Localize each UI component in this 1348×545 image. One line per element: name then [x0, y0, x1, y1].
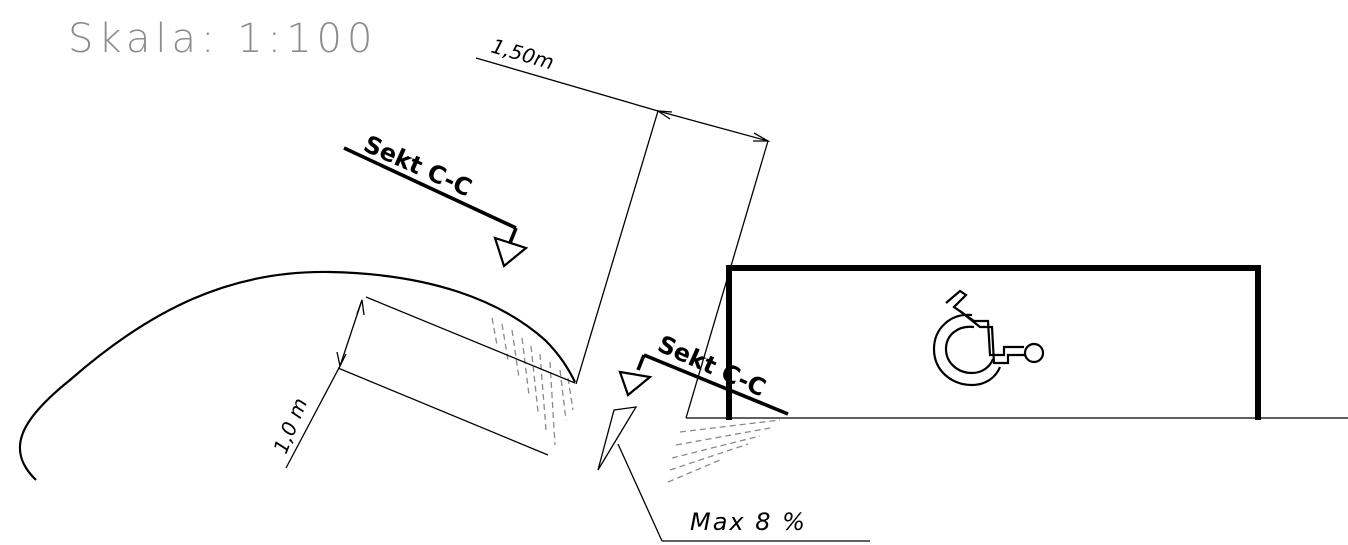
wheelchair-icon — [932, 289, 1045, 387]
terrain-curve — [18, 270, 576, 481]
scale-label: Skala: 1:100 — [68, 16, 377, 62]
height-dimension — [285, 299, 365, 469]
section-marker-upper — [343, 146, 529, 268]
ground-hatching — [667, 419, 781, 483]
ramp-edge-upper — [365, 296, 576, 384]
ramp-edge-lower — [337, 367, 549, 456]
parking-frame — [726, 265, 1261, 420]
slope-indicator — [597, 406, 870, 542]
width-dimension-label: 1,50m — [489, 34, 557, 75]
height-dimension-label: 1,0 m — [268, 394, 312, 456]
slope-note: Max 8 % — [690, 508, 807, 536]
section-label-upper: Sekt C-C — [360, 130, 477, 202]
curve-hatching — [491, 317, 574, 446]
section-marker-lower — [618, 353, 789, 416]
